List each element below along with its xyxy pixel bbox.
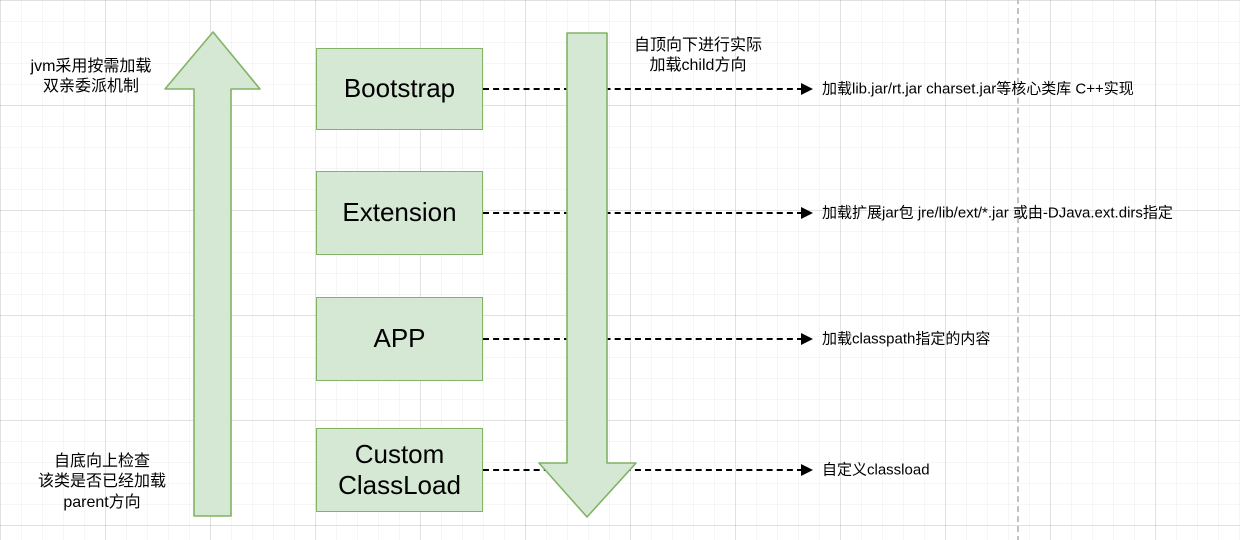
annotation-child-direction: 自顶向下进行实际 加载child方向: [608, 36, 788, 77]
annotation-parent-direction: 自底向上检查 该类是否已经加载 parent方向: [12, 452, 192, 513]
connector-bootstrap: [483, 83, 813, 95]
connector-custom: [483, 464, 813, 476]
loader-box-app: APP: [316, 297, 483, 381]
loader-description-custom: 自定义classload: [822, 461, 930, 479]
arrowhead-right-icon: [801, 333, 813, 345]
annotation-line: 该类是否已经加载: [37, 473, 166, 491]
annotation-line: 双亲委派机制: [42, 78, 139, 96]
loader-label: Bootstrap: [343, 73, 456, 104]
page-boundary-guide-line: [1017, 0, 1019, 540]
connector-extension: [483, 207, 813, 219]
down-arrow-icon: [538, 32, 637, 518]
loader-box-extension: Extension: [316, 171, 483, 255]
annotation-line: parent方向: [63, 493, 141, 511]
arrowhead-right-icon: [801, 207, 813, 219]
loader-label: APP: [373, 323, 426, 354]
loader-label: Custom ClassLoad: [338, 438, 461, 500]
annotation-line: 加载child方向: [649, 57, 747, 75]
connector-app: [483, 333, 813, 345]
annotation-delegation-mechanism: jvm采用按需加载 双亲委派机制: [6, 57, 176, 98]
up-arrow-icon: [164, 31, 261, 517]
loader-box-custom: Custom ClassLoad: [316, 428, 483, 512]
annotation-line: 自顶向下进行实际: [633, 37, 762, 54]
arrowhead-right-icon: [801, 83, 813, 95]
annotation-line: 自底向上检查: [53, 453, 150, 470]
loader-label: Extension: [342, 197, 457, 228]
loader-description-extension: 加载扩展jar包 jre/lib/ext/*.jar 或由-DJava.ext.…: [822, 204, 1173, 222]
loader-box-bootstrap: Bootstrap: [316, 48, 483, 130]
loader-description-app: 加载classpath指定的内容: [822, 330, 991, 348]
loader-description-bootstrap: 加载lib.jar/rt.jar charset.jar等核心类库 C++实现: [822, 80, 1134, 98]
annotation-line: jvm采用按需加载: [30, 58, 152, 75]
arrowhead-right-icon: [801, 464, 813, 476]
